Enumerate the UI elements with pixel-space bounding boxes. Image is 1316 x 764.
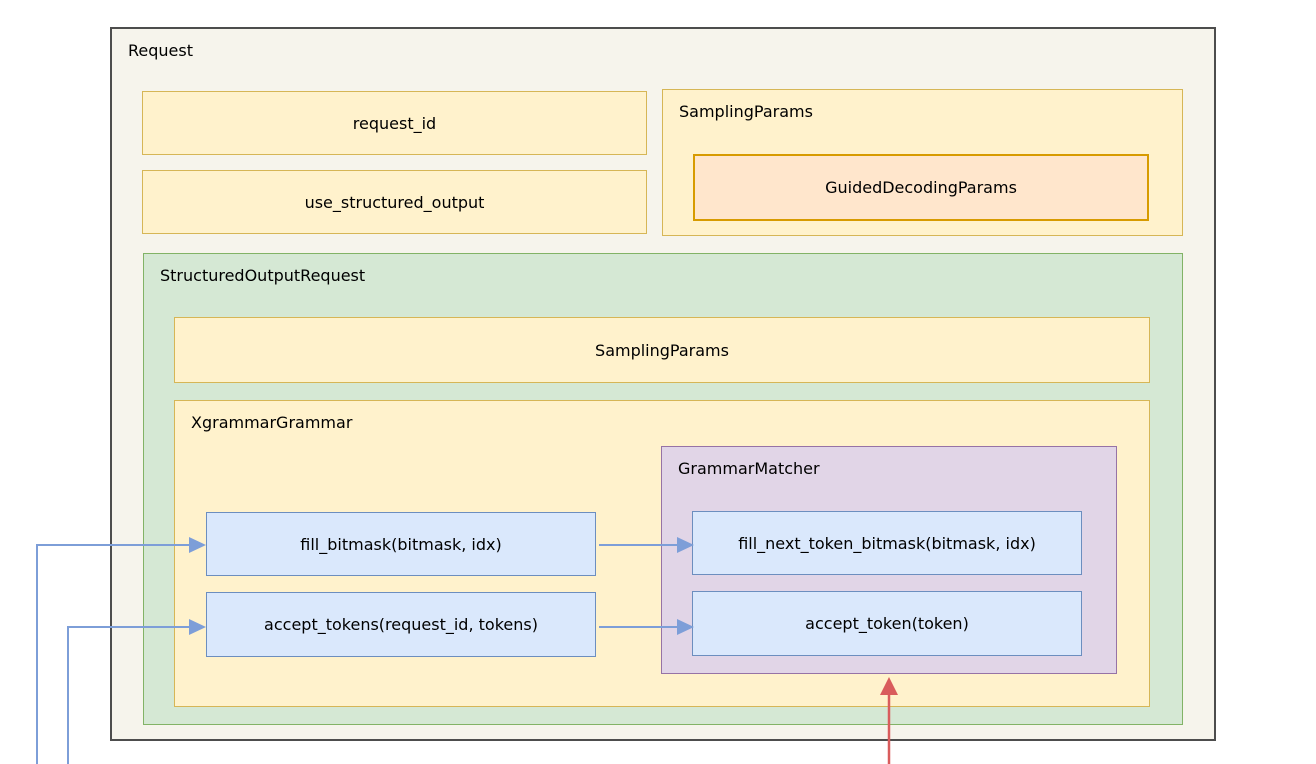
guided-decoding-params-node: GuidedDecodingParams <box>693 154 1149 221</box>
request-id-node: request_id <box>142 91 647 155</box>
accept-token-node: accept_token(token) <box>692 591 1082 656</box>
grammar-matcher-container: GrammarMatcher fill_next_token_bitmask(b… <box>661 446 1117 674</box>
request-id-label: request_id <box>352 113 437 133</box>
accept-tokens-node: accept_tokens(request_id, tokens) <box>206 592 596 657</box>
fill-bitmask-label: fill_bitmask(bitmask, idx) <box>300 534 502 554</box>
request-label: Request <box>128 41 193 60</box>
request-container: Request request_id use_structured_output… <box>110 27 1216 741</box>
sampling-params-container: SamplingParams GuidedDecodingParams <box>662 89 1183 236</box>
accept-tokens-label: accept_tokens(request_id, tokens) <box>264 615 538 634</box>
inner-sampling-params-node: SamplingParams <box>174 317 1150 383</box>
structured-output-request-label: StructuredOutputRequest <box>160 266 366 285</box>
fill-next-token-bitmask-node: fill_next_token_bitmask(bitmask, idx) <box>692 511 1082 575</box>
inner-sampling-params-label: SamplingParams <box>595 340 729 360</box>
xgrammar-grammar-label: XgrammarGrammar <box>191 413 353 432</box>
use-structured-output-node: use_structured_output <box>142 170 647 234</box>
guided-decoding-params-label: GuidedDecodingParams <box>825 178 1017 197</box>
sampling-params-label: SamplingParams <box>679 102 813 121</box>
xgrammar-grammar-container: XgrammarGrammar fill_bitmask(bitmask, id… <box>174 400 1150 707</box>
grammar-matcher-label: GrammarMatcher <box>678 459 820 478</box>
accept-token-label: accept_token(token) <box>805 614 969 633</box>
use-structured-output-label: use_structured_output <box>304 192 485 212</box>
structured-output-request-container: StructuredOutputRequest SamplingParams X… <box>143 253 1183 725</box>
fill-bitmask-node: fill_bitmask(bitmask, idx) <box>206 512 596 576</box>
fill-next-token-bitmask-label: fill_next_token_bitmask(bitmask, idx) <box>738 533 1036 553</box>
